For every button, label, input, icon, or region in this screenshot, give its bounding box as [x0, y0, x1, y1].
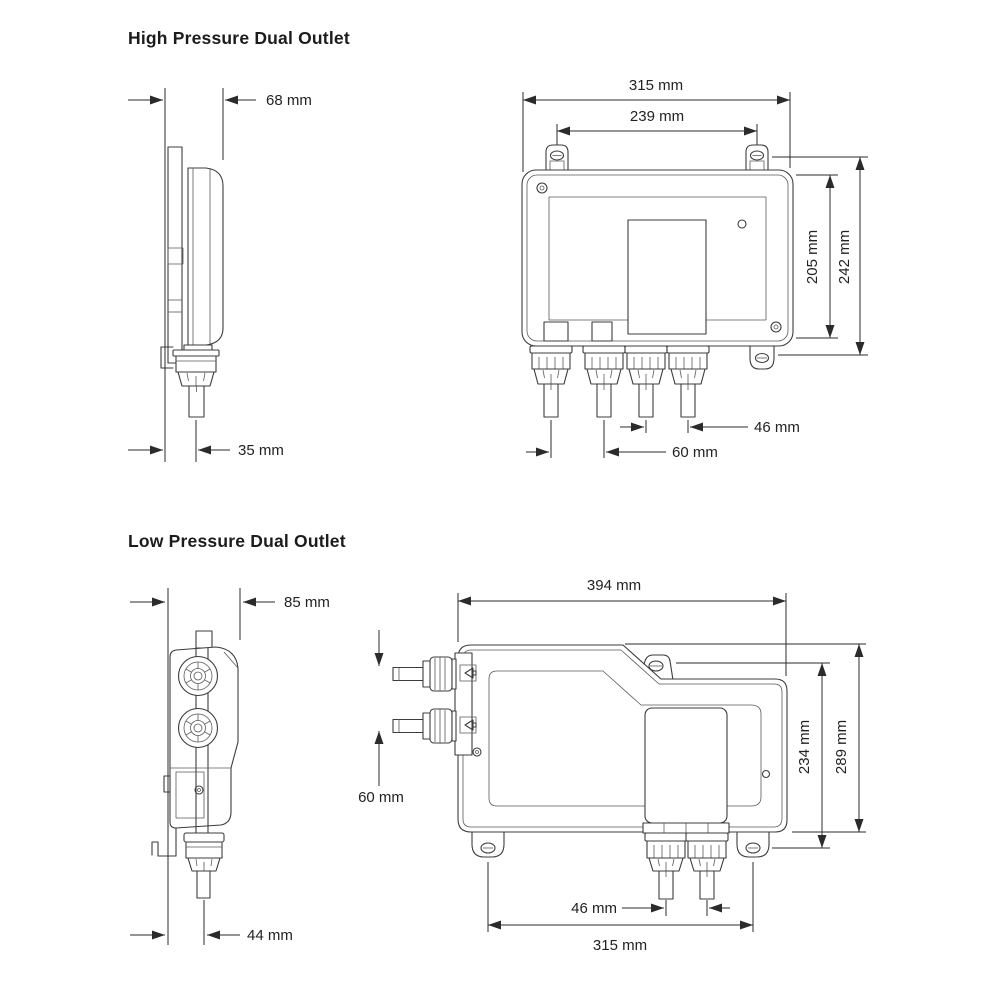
low-pressure-section-title: Low Pressure Dual Outlet	[128, 531, 346, 551]
hp-outlet-pair-right-dim-label: 46 mm	[754, 419, 800, 436]
hp-overall-width-dim-label: 315 mm	[629, 77, 683, 94]
lp-body-height-dim-label: 234 mm	[796, 720, 813, 774]
lp-side-width-dim-label: 85 mm	[284, 594, 330, 611]
lp-side-view-dimensions: 85 mm 44 mm	[130, 588, 330, 945]
hp-overall-height-dim-label: 242 mm	[836, 230, 853, 284]
hp-body-height-dim-label: 205 mm	[804, 230, 821, 284]
hp-front-view-drawing	[521, 144, 794, 418]
hp-side-width-dim-label: 68 mm	[266, 92, 312, 109]
hp-side-outlet-offset-dim-label: 35 mm	[238, 442, 284, 459]
lp-front-view-dimensions: 394 mm 60 mm 234 mm 289 mm 46 mm 315 mm	[358, 577, 866, 954]
lp-overall-height-dim-label: 289 mm	[833, 720, 850, 774]
hp-outlet-pair-left-dim-label: 60 mm	[672, 444, 718, 461]
lp-inlet-spacing-dim-label: 60 mm	[358, 789, 404, 806]
hp-side-view-dimensions: 68 mm 35 mm	[128, 88, 312, 462]
lp-overall-width-dim-label: 394 mm	[587, 577, 641, 594]
lp-outlet-spacing-dim-label: 46 mm	[571, 900, 617, 917]
hp-front-view-dimensions: 315 mm 239 mm 205 mm 242 mm 46 mm 60 mm	[522, 77, 868, 461]
lp-front-view-drawing	[392, 644, 788, 900]
hp-mount-spacing-dim-label: 239 mm	[630, 108, 684, 125]
lp-side-view-drawing	[151, 630, 239, 899]
lp-side-outlet-offset-dim-label: 44 mm	[247, 927, 293, 944]
hp-side-view-drawing	[160, 146, 224, 418]
lp-mount-spacing-dim-label: 315 mm	[593, 937, 647, 954]
high-pressure-section-title: High Pressure Dual Outlet	[128, 28, 350, 48]
